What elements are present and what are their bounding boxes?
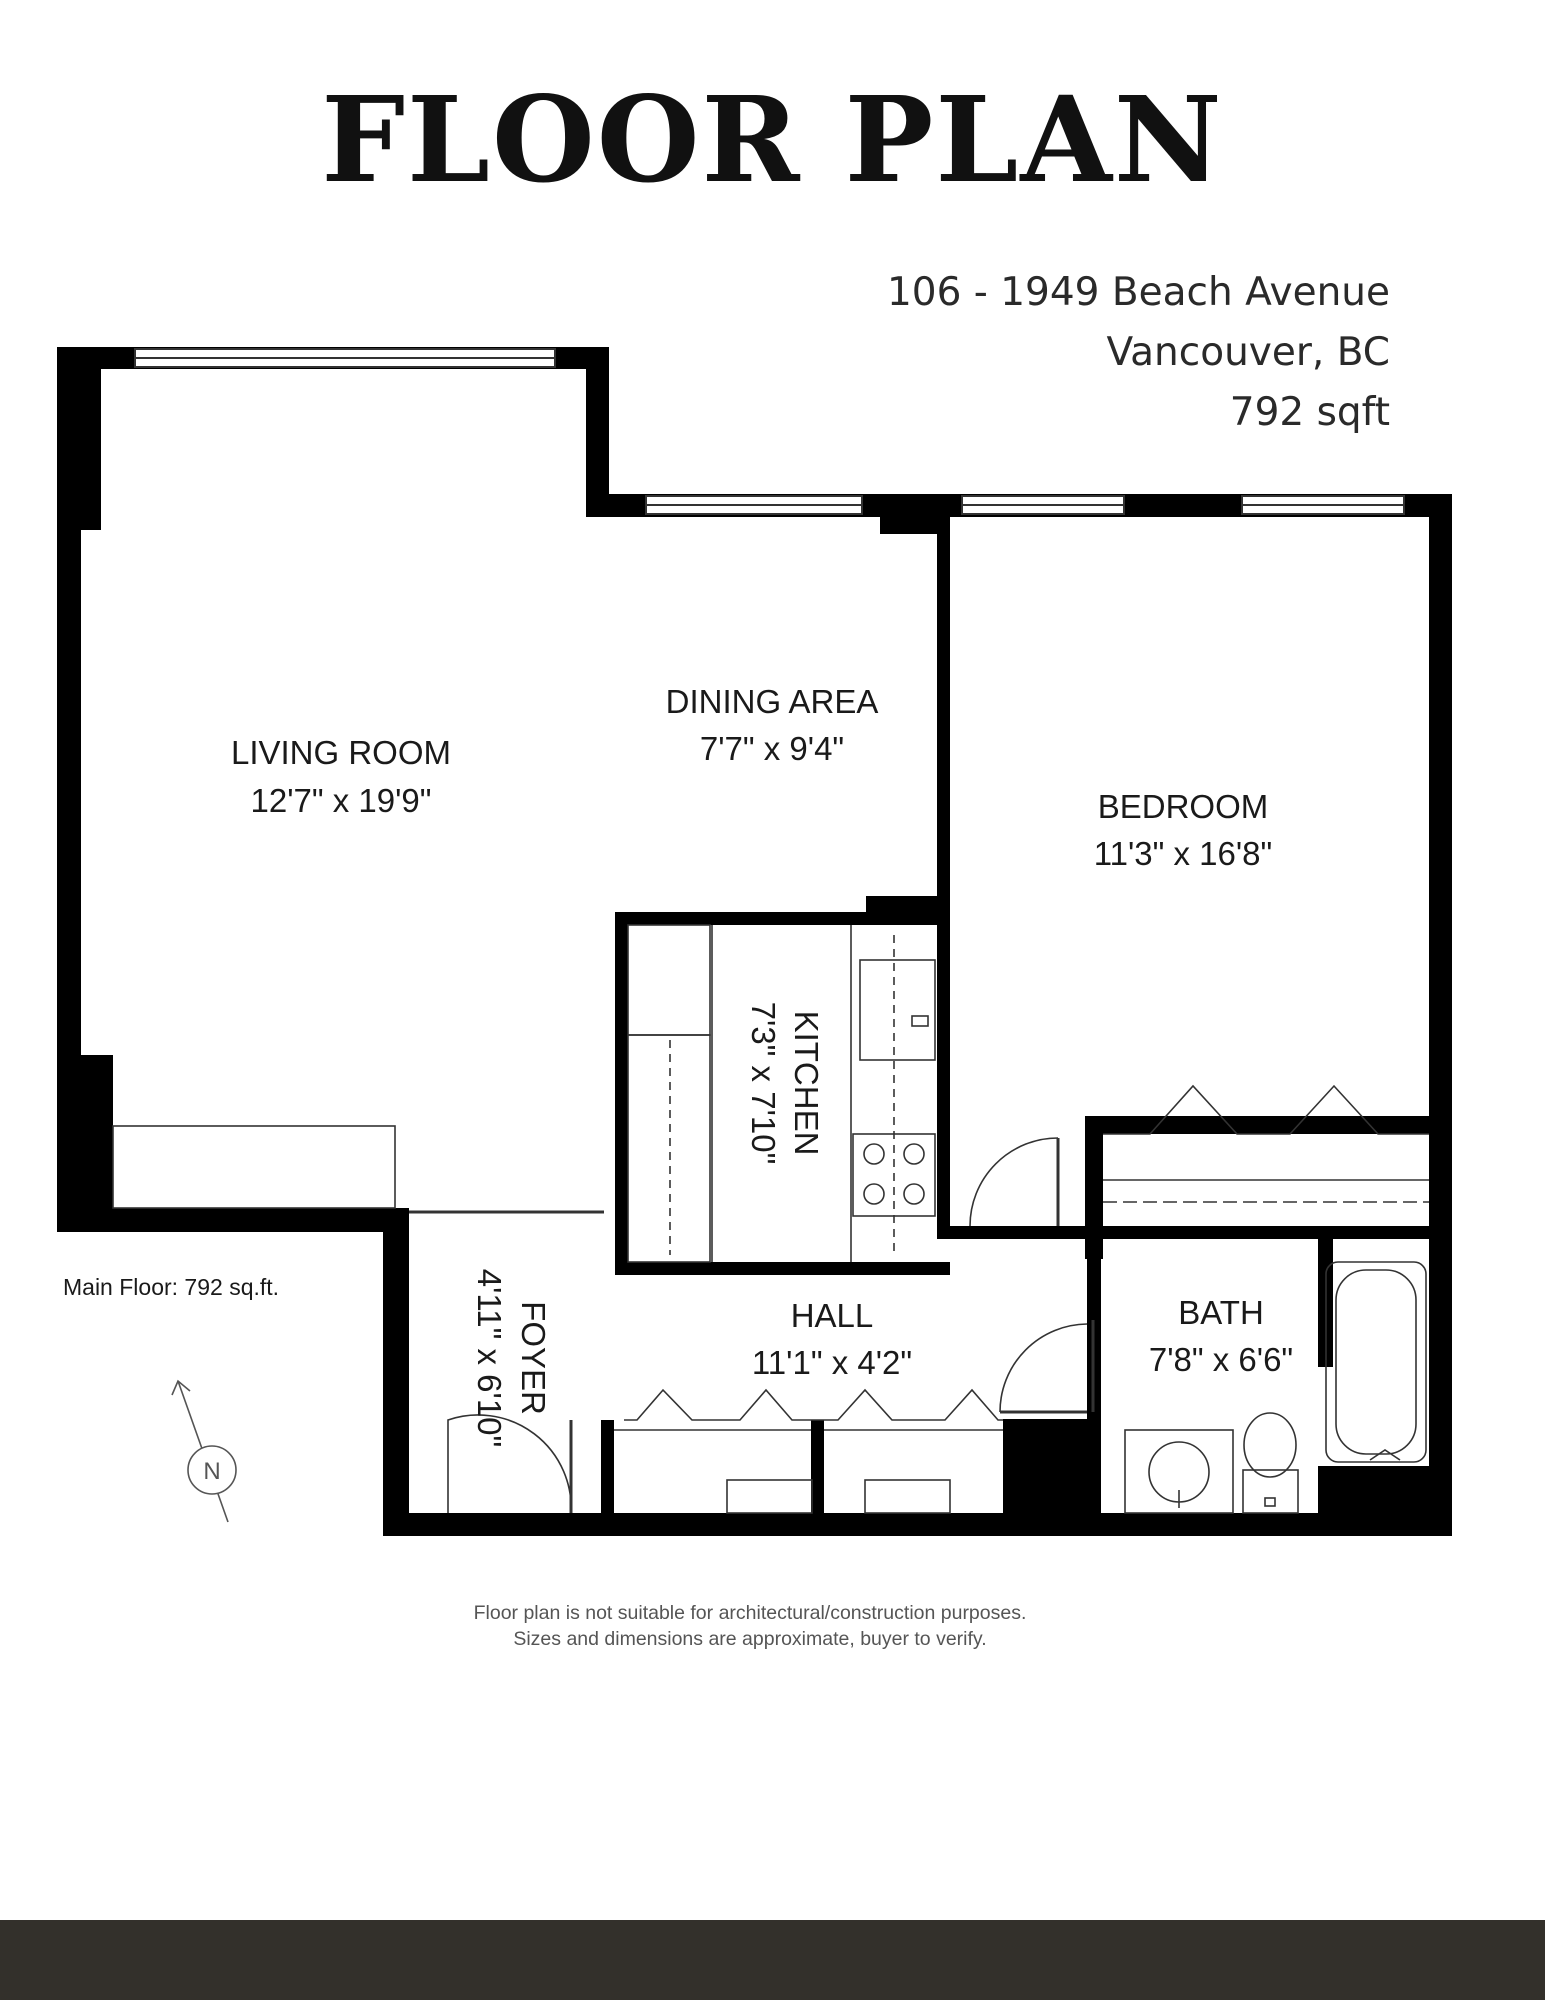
footer-bar [0, 1920, 1545, 2000]
wall-living-right-upper [586, 347, 609, 517]
windows [134, 348, 1405, 515]
kitchen-counter-left-upper [627, 924, 711, 1036]
wall-kitchen-bottom [615, 1262, 950, 1275]
hall-closet-shelf-2 [864, 1479, 951, 1514]
kitchen-name: KITCHEN [788, 1011, 825, 1156]
disclaimer: Floor plan is not suitable for architect… [0, 1600, 1500, 1652]
stove-burner-1 [863, 1143, 885, 1165]
toilet-bowl [1243, 1412, 1297, 1478]
wall-kitchen-top-thick [866, 896, 950, 925]
wall-right-outer [1429, 494, 1452, 1536]
address-block: 106 - 1949 Beach Avenue Vancouver, BC 79… [887, 263, 1390, 443]
address-city: Vancouver, BC [1106, 330, 1391, 375]
wall-bedroom-closet-top [1085, 1116, 1452, 1134]
fixtures [112, 924, 1429, 1514]
hall-size: 11'1" x 4'2" [752, 1344, 912, 1381]
bath-vanity [1124, 1429, 1234, 1514]
door-bedroom-swing [969, 1137, 1059, 1227]
address-street: 106 - 1949 Beach Avenue [886, 270, 1390, 315]
living-room-name: LIVING ROOM [231, 734, 451, 771]
hall-closet-doors [624, 1388, 1003, 1421]
bedroom-name: BEDROOM [1098, 788, 1269, 825]
door-bath-swing [999, 1323, 1088, 1413]
compass-circle [187, 1445, 237, 1495]
stove-burner-3 [863, 1183, 885, 1205]
hall-name: HALL [791, 1297, 874, 1334]
room-labels: LIVING ROOM 12'7" x 19'9" DINING AREA 7'… [231, 683, 1293, 1447]
wall-living-left-thick-lower [57, 1055, 113, 1232]
wall-bottom [383, 1513, 1452, 1536]
bath-name: BATH [1178, 1294, 1264, 1331]
bath-size: 7'8" x 6'6" [1149, 1341, 1293, 1378]
kitchen-sink [859, 959, 936, 1061]
compass-north-label: N [203, 1458, 220, 1485]
door-foyer-swing [447, 1414, 572, 1514]
wall-foyer-left [383, 1208, 409, 1536]
stove-burner-4 [903, 1183, 925, 1205]
kitchen-sink-tap [911, 1015, 929, 1027]
bedroom-size: 11'3" x 16'8" [1094, 835, 1273, 872]
wall-living-left-thick [57, 347, 101, 530]
bathtub-inner [1335, 1269, 1417, 1455]
foyer-name: FOYER [515, 1301, 552, 1415]
kitchen-counter-left [627, 1034, 711, 1263]
bathtub [1325, 1261, 1427, 1463]
toilet-handle [1264, 1497, 1276, 1507]
living-room-size: 12'7" x 19'9" [251, 782, 432, 819]
page-title: FLOOR PLAN [321, 70, 1224, 209]
hall-closet-shelf-1 [726, 1479, 813, 1514]
bedroom-closet-doors [1103, 1084, 1429, 1135]
wall-kitchen-left [615, 912, 628, 1275]
wall-closet-left [601, 1420, 614, 1536]
foyer-size: 4'11" x 6'10" [471, 1269, 508, 1448]
disclaimer-line-1: Floor plan is not suitable for architect… [473, 1602, 1027, 1624]
address-area: 792 sqft [1229, 390, 1390, 435]
dining-area-name: DINING AREA [666, 683, 879, 720]
wall-bath-top [950, 1226, 1452, 1239]
compass-arrow-head [171, 1379, 191, 1396]
wall-closet-divider [811, 1420, 824, 1536]
living-ledge [112, 1125, 396, 1209]
main-floor-note: Main Floor: 792 sq.ft. [63, 1274, 279, 1300]
dining-area-size: 7'7" x 9'4" [700, 730, 844, 767]
compass: N [171, 1379, 237, 1523]
disclaimer-line-2: Sizes and dimensions are approximate, bu… [513, 1628, 987, 1650]
wall-bath-block [1003, 1419, 1101, 1536]
wall-living-bottom [57, 1208, 409, 1232]
wall-bath-tub-bottom [1318, 1466, 1452, 1536]
stove-burner-2 [903, 1143, 925, 1165]
bathtub-faucet [1369, 1449, 1401, 1461]
wall-bedroom-closet-left [1085, 1116, 1103, 1259]
wall-dining-bedroom [937, 517, 950, 1239]
kitchen-size: 7'3" x 7'10" [745, 1002, 782, 1165]
toilet-tank [1242, 1469, 1299, 1514]
